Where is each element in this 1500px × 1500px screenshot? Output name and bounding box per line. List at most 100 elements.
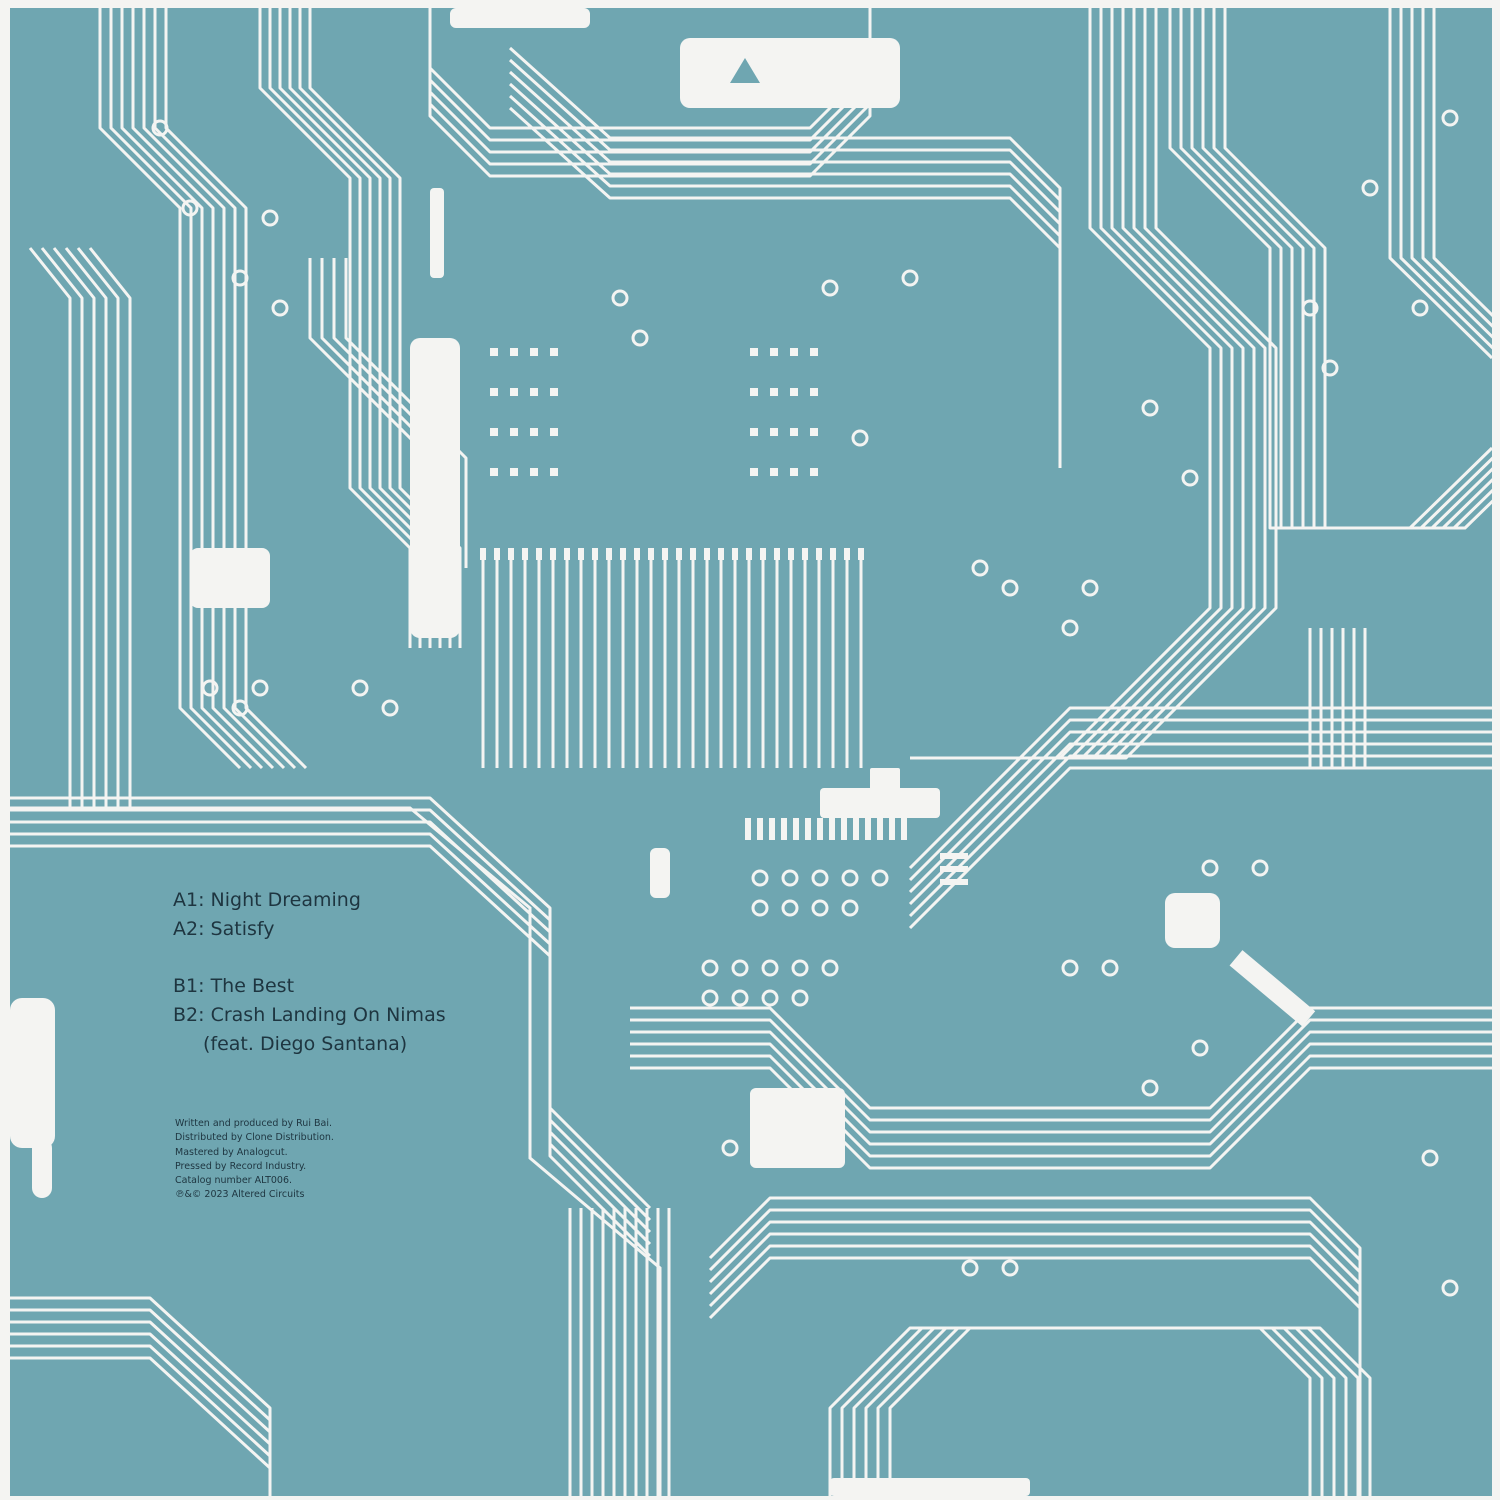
trace	[1308, 628, 1492, 770]
trace	[908, 754, 1492, 918]
pad	[1361, 179, 1379, 197]
chip	[490, 428, 498, 436]
pad	[731, 959, 749, 977]
chip	[530, 428, 538, 436]
chip	[480, 548, 486, 560]
pad	[781, 869, 799, 887]
pad	[381, 699, 399, 717]
trace	[344, 258, 468, 568]
chip	[750, 348, 758, 356]
pad	[731, 989, 749, 1007]
trace	[888, 1326, 1372, 1496]
pad	[1081, 579, 1099, 597]
trace	[10, 1308, 272, 1496]
chip	[870, 768, 900, 793]
trace	[708, 1196, 1362, 1496]
chip	[650, 848, 670, 898]
pad	[1191, 1039, 1209, 1057]
pad	[1141, 399, 1159, 417]
chip	[889, 818, 895, 840]
pad	[971, 559, 989, 577]
pad	[761, 959, 779, 977]
pad	[231, 699, 249, 717]
trace	[40, 247, 84, 808]
chip	[770, 388, 778, 396]
chip	[858, 548, 864, 560]
pad	[271, 299, 289, 317]
chip	[810, 348, 818, 356]
chip	[750, 388, 758, 396]
chip	[530, 468, 538, 476]
chip	[592, 548, 598, 560]
trace	[508, 58, 1062, 420]
track-b2-feat: (feat. Diego Santana)	[203, 1033, 408, 1055]
chip	[810, 428, 818, 436]
track-a2: A2: Satisfy	[173, 918, 275, 940]
chip	[620, 548, 626, 560]
pad	[761, 989, 779, 1007]
pad	[1201, 859, 1219, 877]
track-a1: A1: Night Dreaming	[173, 889, 361, 911]
chip	[817, 818, 823, 840]
pad	[1411, 299, 1429, 317]
chip	[829, 818, 835, 840]
trace	[1421, 8, 1492, 328]
chip	[770, 348, 778, 356]
trace	[10, 808, 652, 1222]
chip	[510, 428, 518, 436]
trace	[10, 806, 662, 1496]
chip	[877, 818, 883, 840]
trace	[630, 1018, 1492, 1122]
pad	[841, 899, 859, 917]
chip	[802, 548, 808, 560]
chip	[680, 38, 900, 108]
chip	[793, 818, 799, 840]
track-b2: B2: Crash Landing On Nimas	[173, 1004, 446, 1026]
chip	[940, 853, 968, 859]
chip	[490, 388, 498, 396]
chip	[853, 818, 859, 840]
pad	[181, 199, 199, 217]
chip	[757, 818, 763, 840]
chip	[750, 428, 758, 436]
pad	[201, 679, 219, 697]
trace	[10, 820, 652, 1234]
chip	[634, 548, 640, 560]
chip	[770, 468, 778, 476]
pad	[811, 899, 829, 917]
pad	[701, 989, 719, 1007]
trace	[109, 8, 253, 770]
chip	[32, 1138, 52, 1198]
trace	[908, 742, 1492, 906]
chip	[788, 548, 794, 560]
pad	[1001, 1259, 1019, 1277]
chip	[536, 548, 542, 560]
credit-line: Written and produced by Rui Bai.	[175, 1118, 332, 1129]
trace	[708, 1220, 1362, 1496]
pad	[851, 429, 869, 447]
trace	[908, 766, 1492, 930]
pad	[721, 1139, 739, 1157]
trace	[1330, 628, 1492, 770]
trace	[908, 718, 1492, 882]
trace	[1212, 8, 1492, 530]
chip	[718, 548, 724, 560]
pad	[611, 289, 629, 307]
trace	[708, 1232, 1362, 1496]
trace	[1168, 8, 1492, 530]
chip	[940, 879, 968, 885]
trace	[828, 1326, 1312, 1496]
trace	[1399, 8, 1492, 350]
pad	[351, 679, 369, 697]
trace	[10, 832, 652, 1246]
altered-circuits-triangle-logo	[730, 58, 760, 83]
chip	[781, 818, 787, 840]
chip	[522, 548, 528, 560]
track-b1: B1: The Best	[173, 975, 295, 997]
pad	[821, 959, 839, 977]
chip	[732, 548, 738, 560]
trace	[1179, 8, 1492, 530]
chip	[578, 548, 584, 560]
pad	[1251, 859, 1269, 877]
